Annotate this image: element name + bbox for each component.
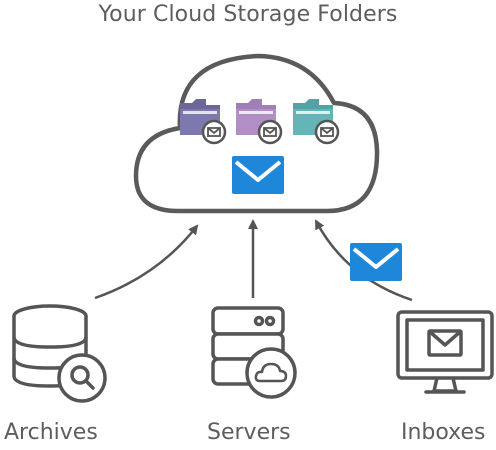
server-cloud-icon [211,306,297,399]
source-label-servers: Servers [207,420,291,445]
source-label-inboxes: Inboxes [401,420,486,445]
monitor-mail-icon [396,310,494,394]
diagram-title: Your Cloud Storage Folders [98,2,398,27]
envelope-icon [350,243,402,281]
folder-mail-icon [180,99,227,145]
source-label-archives: Archives [4,420,98,445]
folder-mail-icon [293,99,340,145]
envelope-icon [232,156,284,194]
folder-mail-icon [236,99,283,145]
database-search-icon [12,304,107,403]
arrow-archives-to-cloud [94,224,199,300]
